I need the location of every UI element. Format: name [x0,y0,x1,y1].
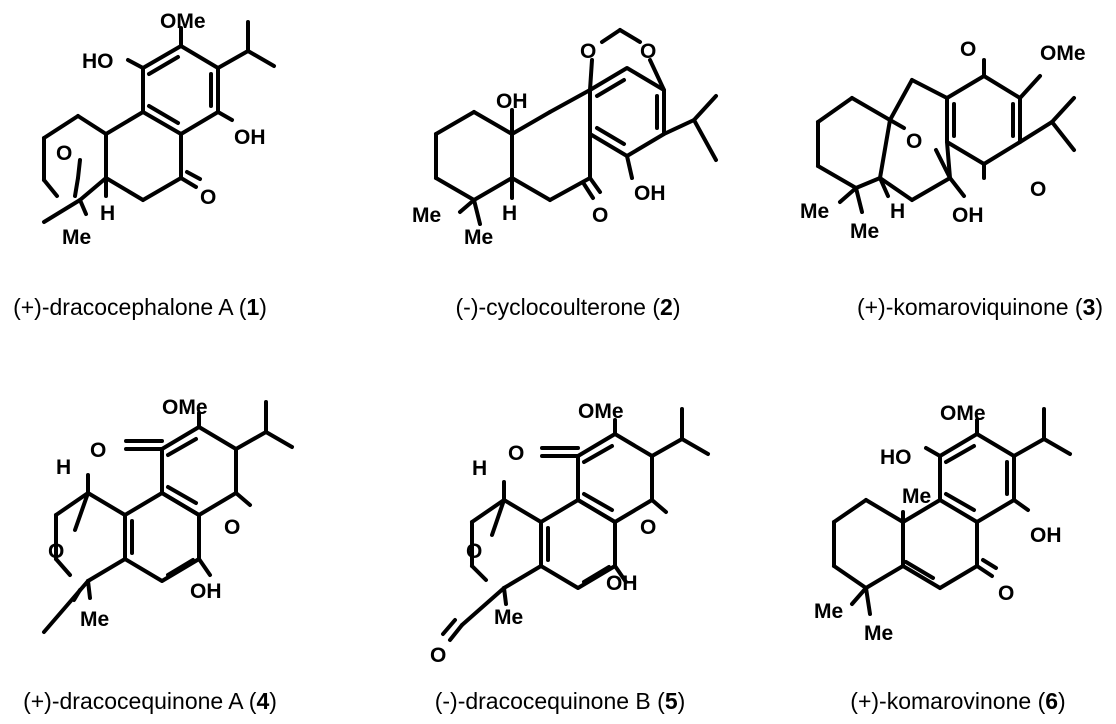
c2-oh-label: OH [634,182,666,205]
caption-2-suffix: ) [672,294,681,320]
c6-ho-label: HO [880,446,912,469]
caption-6-number: 6 [1045,688,1059,714]
c1-ome-label: OMe [160,10,206,33]
c6-ketone-oxygen-label: O [998,582,1014,605]
caption-compound-6: (+)-komarovinone (6) [850,688,1065,715]
caption-3-prefix: (+)-komaroviquinone ( [856,294,1083,320]
c4-right-oxygen-label: O [224,516,240,539]
c5-bridge-oxygen-label: O [466,540,482,563]
c6-me-top-label: Me [902,485,931,508]
caption-5-number: 5 [664,688,678,714]
c3-me-1-label: Me [800,200,829,223]
caption-2-number: 2 [660,294,673,320]
c3-ome-label: OMe [1040,42,1086,65]
c2-dioxole-oxygen-1-label: O [580,40,596,63]
c4-me-label: Me [80,608,109,631]
c3-bridge-oxygen-label: O [906,130,922,153]
caption-5-suffix: ) [677,688,686,714]
caption-3-suffix: ) [1095,294,1104,320]
structure-compound-5 [441,407,710,642]
c1-oh-label: OH [234,126,266,149]
c1-h-label: H [100,202,115,225]
c2-h-label: H [502,202,517,225]
caption-compound-3: (+)-komaroviquinone (3) [857,294,1103,321]
c1-ho-label: HO [82,50,114,73]
caption-compound-4: (+)-dracocequinone A (4) [23,688,277,715]
caption-2-prefix: (-)-cyclocoulterone ( [455,294,661,320]
c1-ketone-oxygen-label: O [200,186,216,209]
caption-1-number: 1 [246,294,260,320]
c5-right-oxygen-label: O [640,516,656,539]
c2-oh-top-label: OH [496,90,528,113]
c5-lactone-oxygen-label: O [430,644,446,667]
c1-bridge-oxygen-label: O [56,142,72,165]
c5-oh-label: OH [606,572,638,595]
structure-compound-1 [42,20,276,224]
caption-compound-1: (+)-dracocephalone A (1) [13,294,267,321]
caption-4-prefix: (+)-dracocequinone A ( [23,688,257,714]
caption-compound-2: (-)-cyclocoulterone (2) [456,294,681,321]
c5-me-label: Me [494,606,523,629]
c2-me-2-label: Me [464,226,493,249]
c5-left-oxygen-label: O [508,442,524,465]
structure-compound-3 [816,58,1076,214]
caption-4-number: 4 [256,688,270,714]
c2-ketone-oxygen-label: O [592,204,608,227]
c3-me-2-label: Me [850,220,879,243]
caption-4-suffix: ) [269,688,277,714]
c5-ome-label: OMe [578,400,624,423]
structure-compound-2 [434,28,718,226]
c6-oh-label: OH [1030,524,1062,547]
caption-1-suffix: ) [259,294,267,320]
caption-1-prefix: (+)-dracocephalone A ( [13,294,247,320]
c4-bridge-oxygen-label: O [48,540,64,563]
c1-me-label: Me [62,226,91,249]
c4-ome-label: OMe [162,396,208,419]
c5-h-label: H [472,457,487,480]
c4-left-oxygen-label: O [90,439,106,462]
c3-bottom-oxygen-label: O [1030,178,1046,201]
structure-compound-4 [42,400,294,634]
c6-ome-label: OMe [940,402,986,425]
c2-me-1-label: Me [412,204,441,227]
caption-compound-5: (-)-dracocequinone B (5) [435,688,686,715]
c6-me-2-label: Me [864,622,893,645]
c3-oh-label: OH [952,204,984,227]
c4-h-label: H [56,456,71,479]
c3-top-oxygen-label: O [960,38,976,61]
caption-3-number: 3 [1082,294,1096,320]
c2-dioxole-oxygen-2-label: O [640,40,656,63]
c3-h-label: H [890,200,905,223]
caption-6-prefix: (+)-komarovinone ( [850,688,1046,714]
c6-me-1-label: Me [814,600,843,623]
c4-oh-label: OH [190,580,222,603]
caption-6-suffix: ) [1058,688,1066,714]
caption-5-prefix: (-)-dracocequinone B ( [434,688,665,714]
structure-compound-6 [832,407,1072,616]
